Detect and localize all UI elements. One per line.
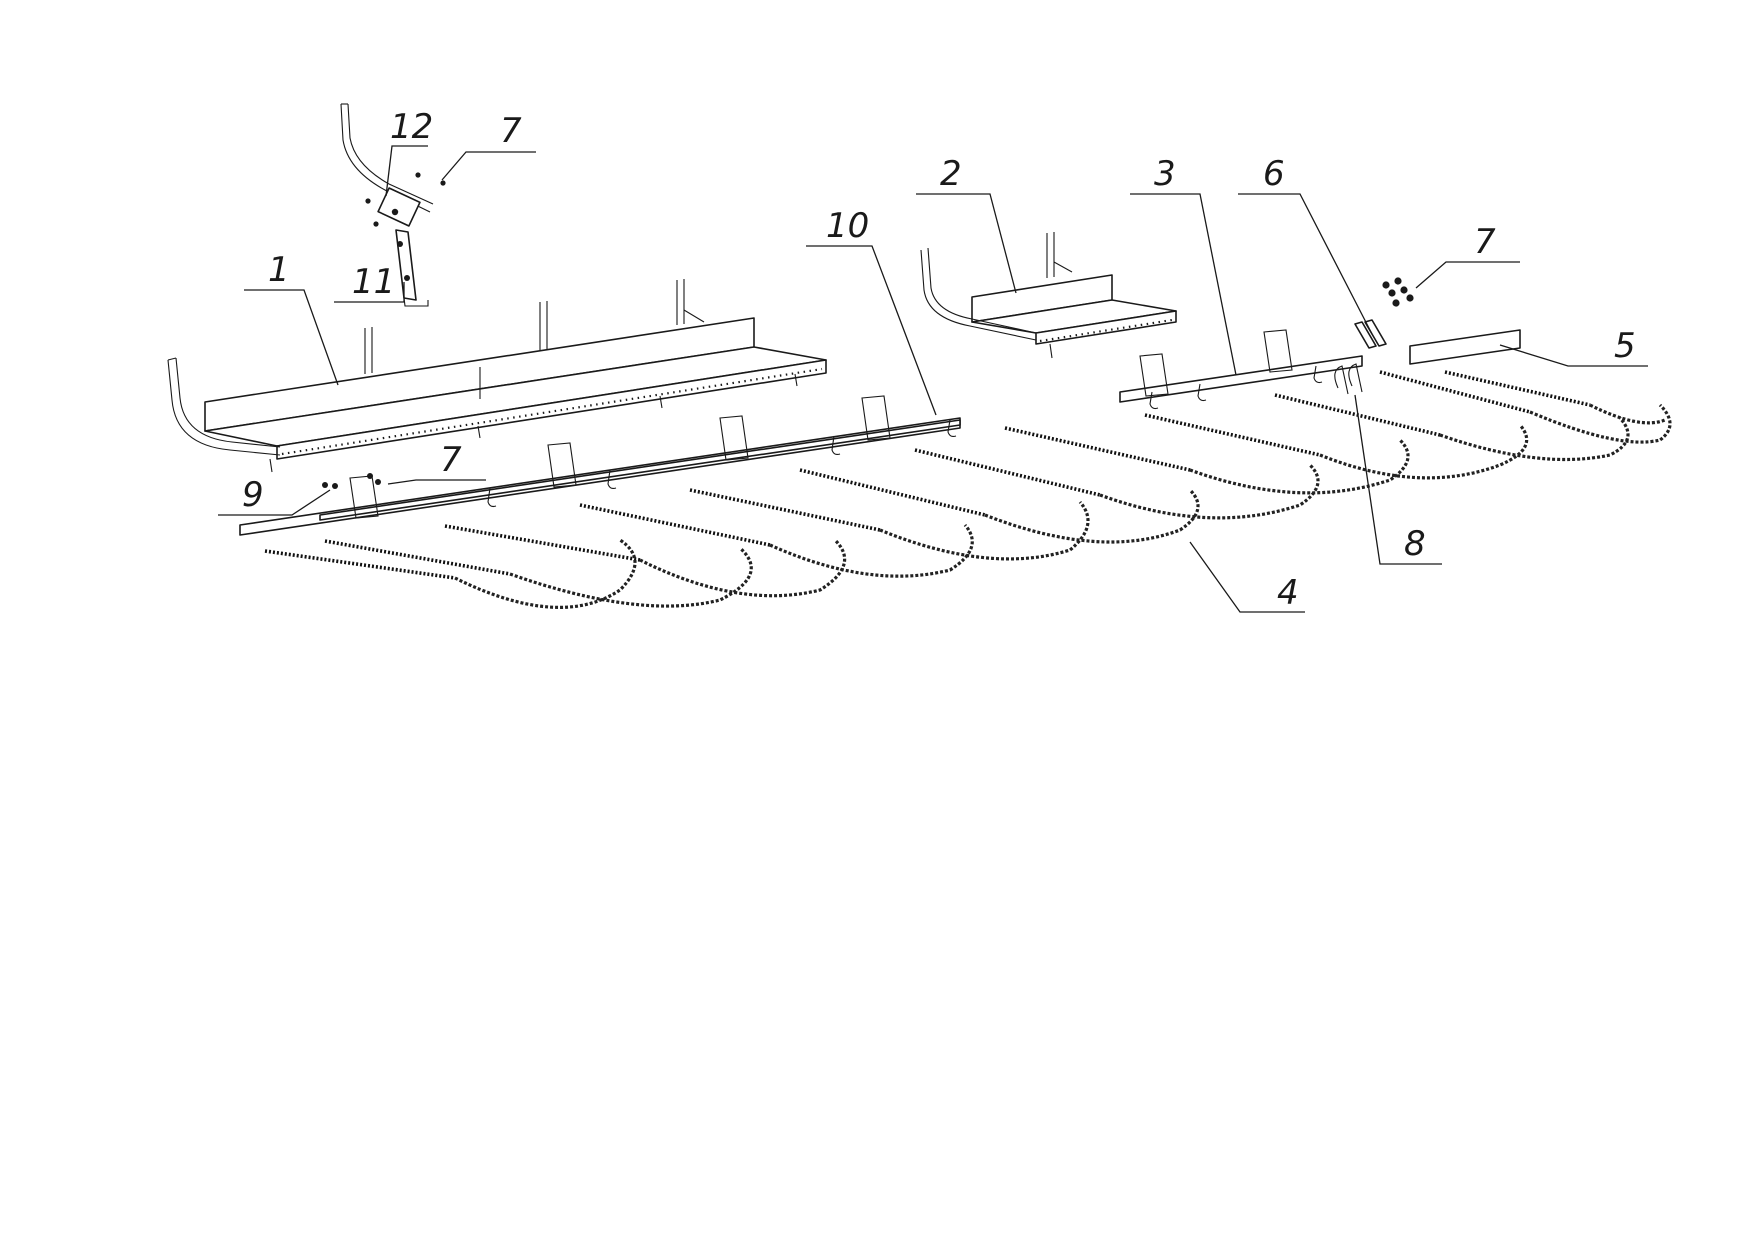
callout-labels: 1 2 3 4 5 6 7 7 7 8 9 10 11 12 [242,107,1636,613]
callout-7-top: 7 [500,111,522,151]
part-7-nuts [1382,277,1414,307]
callout-10: 10 [826,206,869,246]
callout-7-lower: 7 [440,440,462,480]
part-10-chain-bar [239,395,961,536]
callout-4: 4 [1277,573,1299,613]
callout-6: 6 [1263,154,1285,194]
callout-1: 1 [268,250,290,290]
callout-11: 11 [352,262,395,302]
callout-9: 9 [242,475,264,515]
part-8-hook [1334,363,1363,395]
callout-leaders [218,145,1648,613]
callout-3: 3 [1154,154,1176,194]
part-11-12-hitch [340,103,446,307]
callout-2: 2 [940,154,962,194]
part-9-bolts [322,473,381,489]
part-1-long-tray [167,279,827,473]
part-3-short-bar [1119,329,1363,410]
part-6-plate [1354,319,1387,349]
part-5-angle-bar [1409,329,1521,365]
part-4-chains [264,370,1672,609]
part-2-short-tray [920,232,1177,359]
callout-8: 8 [1404,524,1426,564]
callout-5: 5 [1614,326,1636,366]
callout-12: 12 [390,107,433,147]
callout-7-right: 7 [1474,222,1496,262]
